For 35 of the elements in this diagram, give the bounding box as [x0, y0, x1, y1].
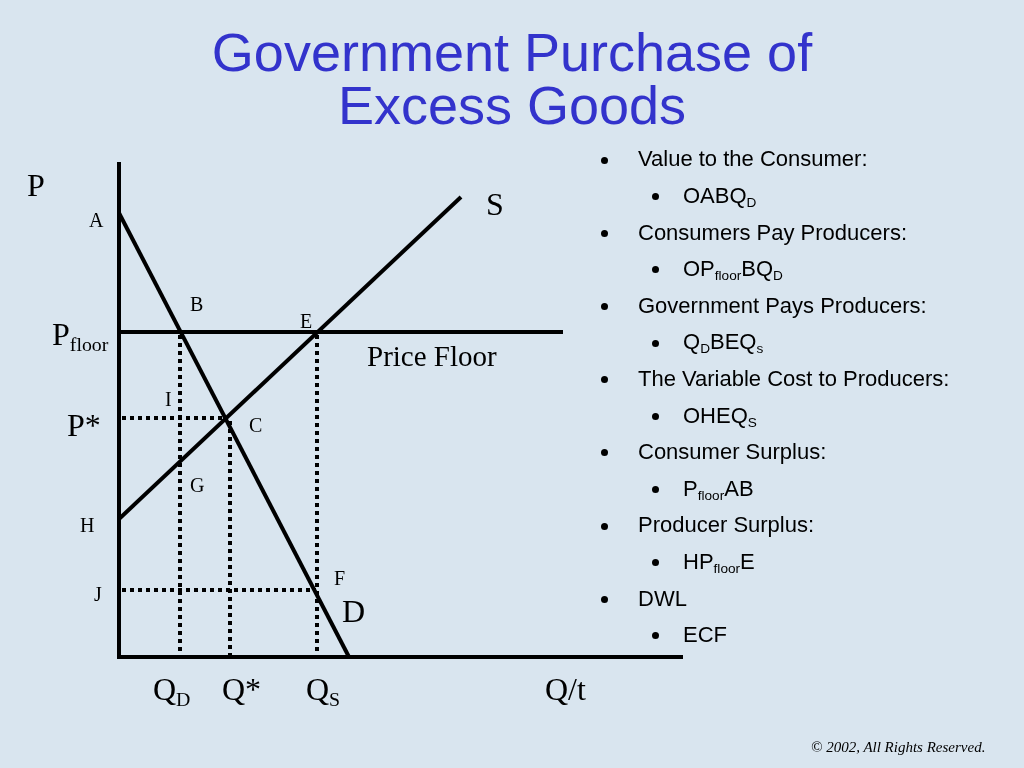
area-formula: HP$_{floor}$E — [683, 551, 755, 573]
point-label: E — [300, 311, 313, 331]
point-label: G — [190, 475, 205, 495]
axis-label: P — [27, 169, 45, 201]
point-label: A — [89, 210, 104, 230]
area-formula: OABQ$_{D}$ — [683, 185, 757, 207]
copyright-note: © 2002, All Rights Reserved. — [811, 740, 986, 755]
area-formula: Q$_{D}$BEQ$_{s}$ — [683, 331, 764, 353]
point-label: B — [190, 294, 204, 314]
quantity-label: Q$_{D}$ — [153, 673, 191, 705]
area-formula: OP$_{floor}$BQ$_{D}$ — [683, 258, 783, 280]
quantity-label: Q$_{S}$ — [306, 673, 341, 705]
point-label: C — [249, 415, 263, 435]
curve-label: S — [486, 188, 504, 220]
bullet-heading: Producer Surplus: — [638, 514, 815, 536]
price-label: P* — [67, 409, 101, 441]
price-label: P$_{floor}$ — [52, 318, 109, 350]
point-label: J — [94, 584, 102, 604]
axis-label: Q/t — [545, 673, 586, 705]
bullet-heading: Consumer Surplus: — [638, 441, 827, 463]
curve-label: D — [342, 595, 366, 627]
area-formula: P$_{floor}$AB — [683, 478, 754, 500]
quantity-label: Q* — [222, 673, 262, 705]
slide-title: Government Purchase of Excess Goods — [210, 26, 814, 132]
bullet-heading: Government Pays Producers: — [638, 295, 927, 317]
bullet-heading: Consumers Pay Producers: — [638, 222, 907, 244]
area-formula: ECF — [683, 624, 727, 646]
area-formula: OHEQ$_{S}$ — [683, 405, 757, 427]
bullet-heading: Value to the Consumer: — [638, 148, 868, 170]
point-label: F — [334, 568, 346, 588]
point-label: I — [165, 389, 172, 409]
point-label: H — [80, 515, 95, 535]
bullet-heading: The Variable Cost to Producers: — [638, 368, 950, 390]
bullet-heading: DWL — [638, 588, 687, 610]
line-label: Price Floor — [367, 342, 497, 371]
